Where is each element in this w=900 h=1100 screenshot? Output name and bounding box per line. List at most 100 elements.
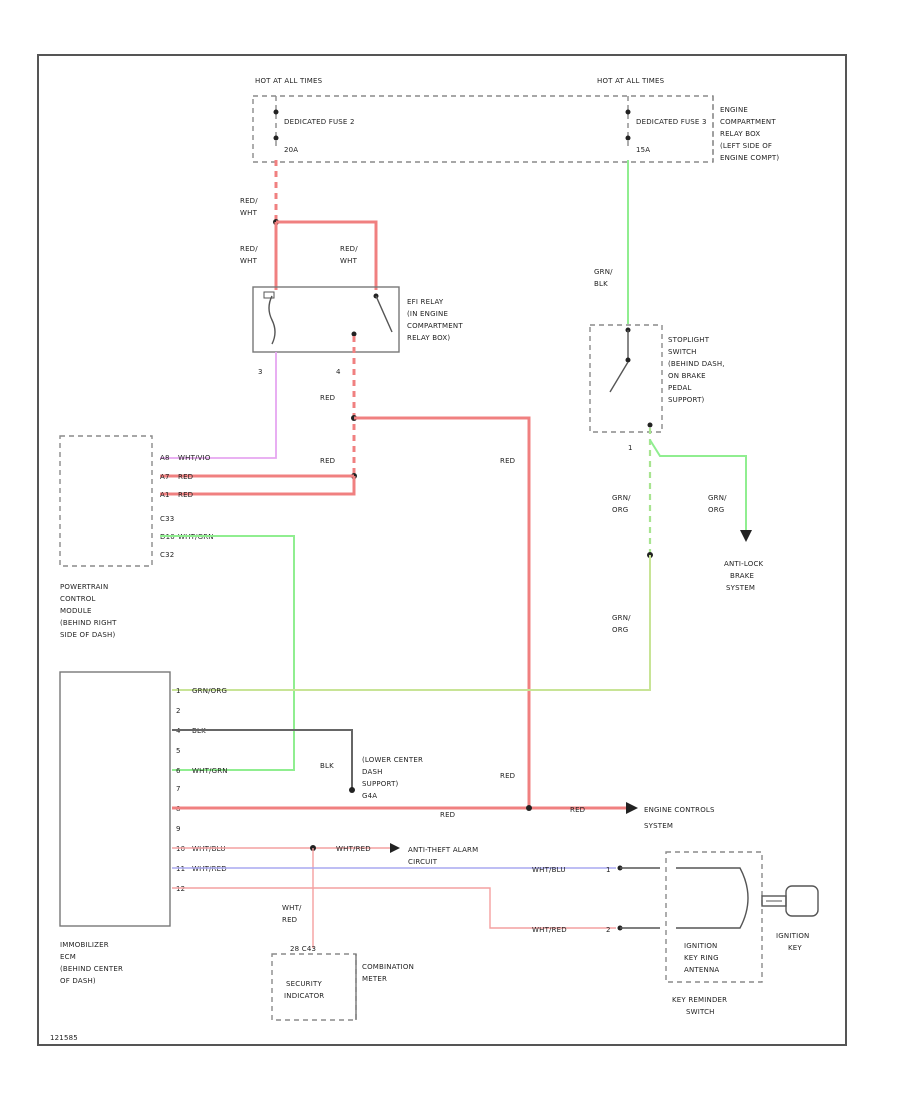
relay-pin-3: 3 (258, 368, 263, 376)
svg-text:BRAKE: BRAKE (730, 572, 754, 580)
pcm-wire-a8: WHT/VIO (178, 454, 211, 462)
abs-label: ANTI-LOCK BRAKE SYSTEM (724, 560, 764, 592)
label-red-long: RED (500, 457, 515, 465)
svg-text:(LEFT SIDE OF: (LEFT SIDE OF (720, 142, 772, 150)
label-grn-org-abs-b: ORG (708, 506, 724, 514)
svg-text:G4A: G4A (362, 792, 377, 800)
fuse-box-outline (252, 95, 714, 163)
ignition-key-label: IGNITION KEY (776, 932, 809, 952)
pcm-connector-c33: C33 (160, 515, 174, 523)
fuse-right: HOT AT ALL TIMES DEDICATED FUSE 3 15A (597, 77, 707, 154)
svg-text:9: 9 (176, 825, 181, 833)
svg-text:KEY: KEY (788, 944, 802, 952)
svg-text:IGNITION: IGNITION (684, 942, 717, 950)
wire-red-wht-right (276, 220, 378, 290)
fuse-left: HOT AT ALL TIMES DEDICATED FUSE 2 20A (255, 77, 355, 154)
label-grn-blk-b: BLK (594, 280, 608, 288)
splice-red-bus (526, 805, 532, 811)
svg-text:RELAY BOX): RELAY BOX) (407, 334, 450, 342)
label-blk: BLK (320, 762, 334, 770)
svg-text:SYSTEM: SYSTEM (644, 822, 673, 830)
svg-text:5: 5 (176, 747, 181, 755)
fuse-left-name: DEDICATED FUSE 2 (284, 118, 355, 126)
svg-text:ANTI-LOCK: ANTI-LOCK (724, 560, 764, 568)
wire-red-a1 (160, 476, 356, 496)
svg-text:SIDE OF DASH): SIDE OF DASH) (60, 631, 115, 639)
svg-text:SYSTEM: SYSTEM (726, 584, 755, 592)
switch-pin-1: 1 (628, 444, 633, 452)
svg-text:6: 6 (176, 767, 181, 775)
svg-text:COMPARTMENT: COMPARTMENT (720, 118, 776, 126)
engine-controls-label: ENGINE CONTROLS SYSTEM (644, 806, 715, 830)
label-wht-red-sec-a: WHT/ (282, 904, 302, 912)
label-red-engine: RED (570, 806, 585, 814)
ground-label: (LOWER CENTER DASH SUPPORT) G4A (362, 756, 423, 800)
svg-text:7: 7 (176, 785, 181, 793)
label-grn-org-1a: GRN/ (612, 494, 631, 502)
wire-wht-red-key (172, 887, 616, 929)
svg-text:SUPPORT): SUPPORT) (362, 780, 399, 788)
label-red-bus: RED (440, 811, 455, 819)
svg-text:ENGINE CONTROLS: ENGINE CONTROLS (644, 806, 715, 814)
efi-relay: EFI RELAY (IN ENGINE COMPARTMENT RELAY B… (252, 286, 463, 353)
svg-text:SUPPORT): SUPPORT) (668, 396, 705, 404)
svg-text:GRN/ORG: GRN/ORG (192, 687, 227, 695)
wire-wht-grn (160, 535, 295, 771)
svg-text:EFI RELAY: EFI RELAY (407, 298, 444, 306)
label-red-wht-1b: WHT (240, 209, 258, 217)
svg-text:KEY RING: KEY RING (684, 954, 719, 962)
immobilizer-ecm: 1 GRN/ORG 2 4 BLK 5 WHT/GRN 6 7 8 9 10 W… (59, 671, 228, 985)
svg-text:(BEHIND DASH,: (BEHIND DASH, (668, 360, 725, 368)
label-grn-org-2b: ORG (612, 626, 628, 634)
label-wht-blu: WHT/BLU (532, 866, 566, 874)
svg-text:ANTENNA: ANTENNA (684, 966, 719, 974)
svg-text:CONTROL: CONTROL (60, 595, 96, 603)
fuse-left-hot-label: HOT AT ALL TIMES (255, 77, 323, 85)
svg-text:(LOWER CENTER: (LOWER CENTER (362, 756, 423, 764)
svg-text:ENGINE: ENGINE (720, 106, 748, 114)
svg-text:12: 12 (176, 885, 185, 893)
svg-text:SWITCH: SWITCH (686, 1008, 715, 1016)
svg-text:STOPLIGHT: STOPLIGHT (668, 336, 710, 344)
fuse-right-hot-label: HOT AT ALL TIMES (597, 77, 665, 85)
svg-text:WHT/BLU: WHT/BLU (192, 845, 226, 853)
svg-text:IGNITION: IGNITION (776, 932, 809, 940)
svg-text:KEY REMINDER: KEY REMINDER (672, 996, 727, 1004)
diagram-frame (37, 54, 847, 1046)
label-wht-red-key: WHT/RED (532, 926, 567, 934)
label-red-wht-3b: WHT (340, 257, 358, 265)
wire-grn-org-ecm (172, 555, 651, 691)
key-reminder-switch: IGNITION KEY RING ANTENNA KEY REMINDER S… (617, 851, 763, 1016)
arrow-engine-controls (626, 802, 638, 814)
svg-text:METER: METER (362, 975, 387, 983)
svg-text:2: 2 (176, 707, 181, 715)
security-indicator: 28 C43 SECURITY INDICATOR (271, 945, 357, 1021)
svg-text:SWITCH: SWITCH (668, 348, 697, 356)
svg-text:COMBINATION: COMBINATION (362, 963, 414, 971)
svg-text:28 C43: 28 C43 (290, 945, 316, 953)
key-pin-2: 2 (606, 926, 611, 934)
footer-code: 121585 (50, 1034, 78, 1042)
pcm-pin-a1: A1 (160, 491, 170, 499)
pcm-wire-a1: RED (178, 491, 193, 499)
fuse-right-name: DEDICATED FUSE 3 (636, 118, 707, 126)
svg-text:(IN ENGINE: (IN ENGINE (407, 310, 448, 318)
wire-blk (172, 729, 353, 788)
label-grn-org-abs-a: GRN/ (708, 494, 727, 502)
relay-box-label: ENGINE COMPARTMENT RELAY BOX (LEFT SIDE … (720, 106, 779, 162)
label-red-wht-2b: WHT (240, 257, 258, 265)
wire-wht-vio (160, 352, 277, 459)
wire-grn-org-abs (649, 439, 747, 536)
svg-text:PEDAL: PEDAL (668, 384, 692, 392)
pcm-pin-a8: A8 (160, 454, 170, 462)
svg-text:SECURITY: SECURITY (286, 980, 322, 988)
pcm-connector-c32: C32 (160, 551, 174, 559)
fuse-right-rating: 15A (636, 146, 650, 154)
svg-text:(BEHIND CENTER: (BEHIND CENTER (60, 965, 123, 973)
svg-text:ENGINE COMPT): ENGINE COMPT) (720, 154, 779, 162)
svg-text:RELAY BOX: RELAY BOX (720, 130, 760, 138)
arrow-anti-theft (390, 843, 400, 853)
svg-text:POWERTRAIN: POWERTRAIN (60, 583, 108, 591)
powertrain-control-module: A8 WHT/VIO A7 RED A1 RED C33 D10 WHT/GRN… (59, 435, 214, 639)
stoplight-switch: STOPLIGHT SWITCH (BEHIND DASH, ON BRAKE … (589, 324, 725, 433)
